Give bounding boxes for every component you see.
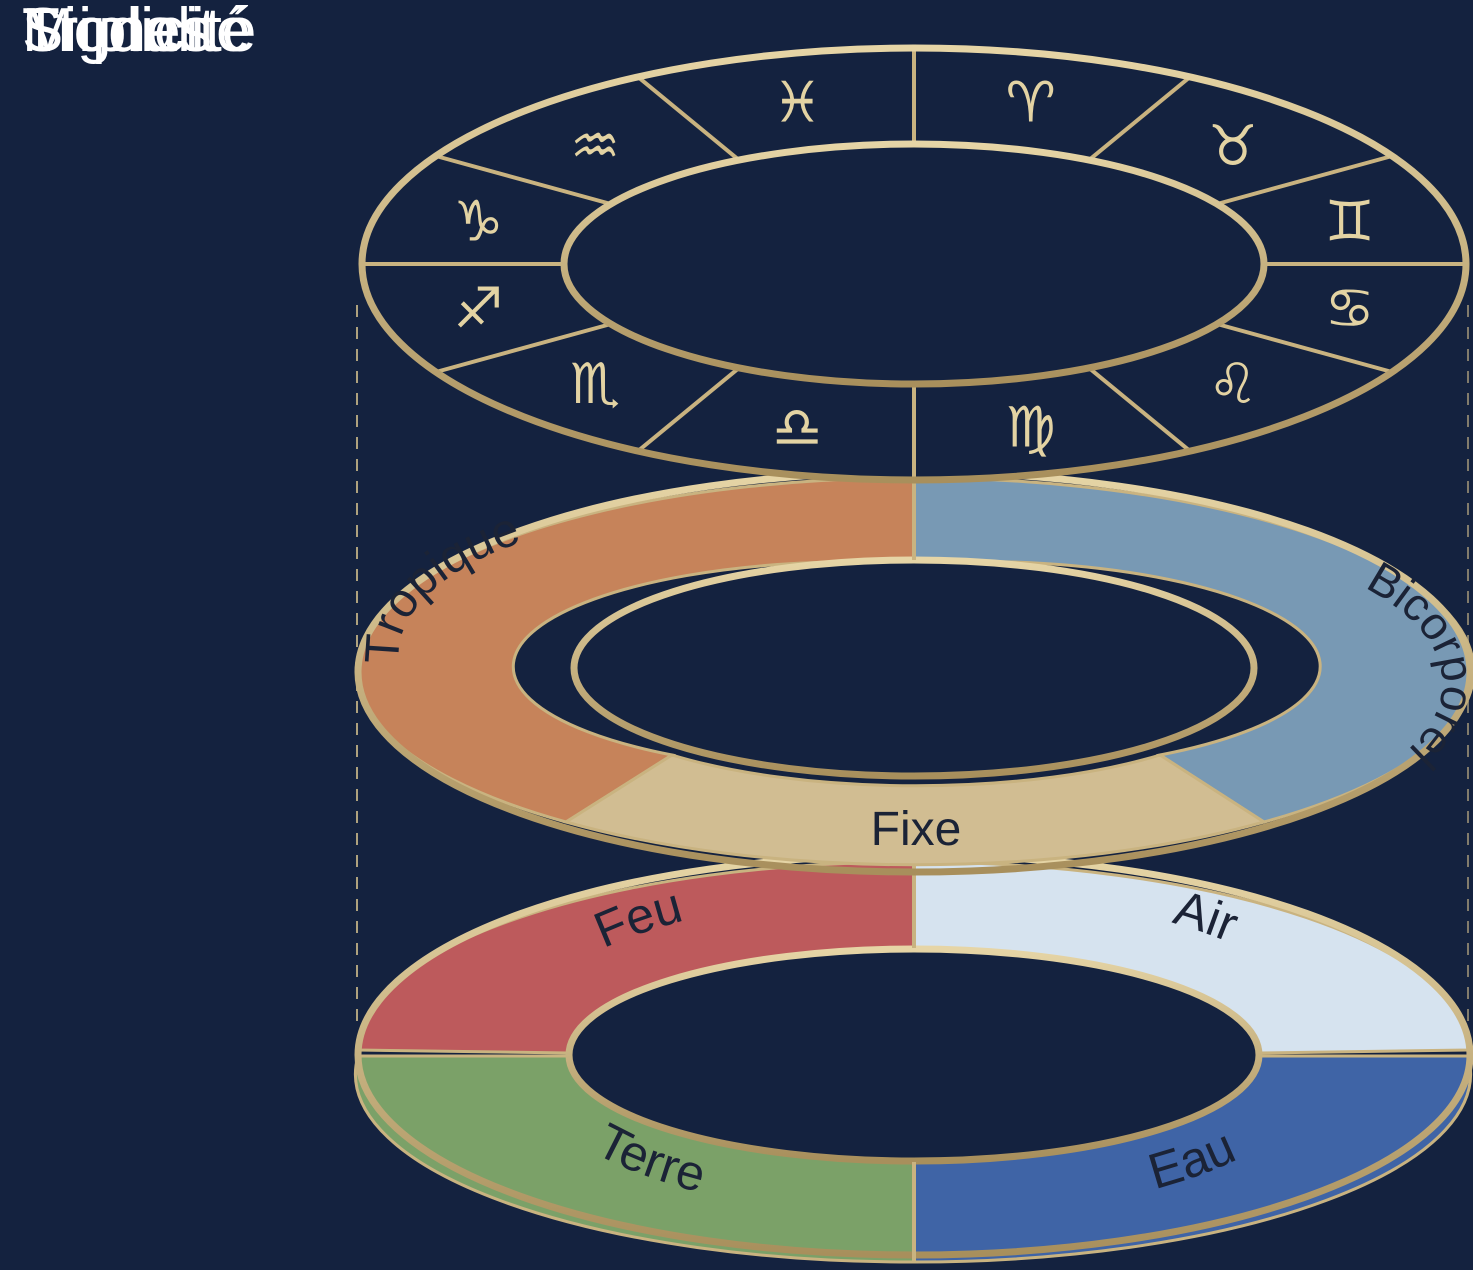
libra-icon: ♎︎ <box>772 395 822 460</box>
sign-divider <box>1216 154 1393 206</box>
modalite-inner-rim <box>570 556 1258 780</box>
triplicite-ring: Feu Air Terre Eau <box>353 851 1473 1264</box>
signes-label: Signes <box>22 0 212 65</box>
taurus-icon: ♉︎ <box>1208 114 1258 179</box>
leo-icon: ♌︎ <box>1208 352 1258 417</box>
sign-divider <box>1216 322 1393 374</box>
signes-outer-rim <box>358 44 1470 484</box>
sign-divider <box>435 322 612 374</box>
triplicite-inner-rim <box>565 945 1263 1165</box>
triplicite-label: Triplicité <box>22 0 251 65</box>
signes-ring: ♓︎ ♈︎ ♉︎ ♊︎ ♋︎ ♌︎ ♍︎ ♎︎ ♏︎ ♐︎ ♑︎ ♒︎ <box>358 44 1470 484</box>
sagittarius-icon: ♐︎ <box>453 276 503 341</box>
fixe-label: Fixe <box>871 803 962 856</box>
cancer-icon: ♋︎ <box>1325 276 1375 341</box>
sign-dividers <box>362 48 1466 480</box>
aquarius-icon: ♒︎ <box>570 114 620 179</box>
aries-icon: ♈︎ <box>1006 71 1056 136</box>
pisces-icon: ♓︎ <box>772 71 822 136</box>
scorpio-icon: ♏︎ <box>570 352 620 417</box>
sign-divider <box>636 75 741 162</box>
sign-divider <box>636 366 741 453</box>
virgo-icon: ♍︎ <box>1006 395 1056 460</box>
modalite-label: Modalité <box>22 0 257 65</box>
fixe-segment <box>562 753 1268 867</box>
capricorn-icon: ♑︎ <box>453 190 503 255</box>
sign-glyphs: ♓︎ ♈︎ ♉︎ ♊︎ ♋︎ ♌︎ ♍︎ ♎︎ ♏︎ ♐︎ ♑︎ ♒︎ <box>453 71 1374 461</box>
modalite-ring: Tropique Fixe Bicorporel <box>354 468 1473 876</box>
gemini-icon: ♊︎ <box>1325 190 1375 255</box>
sign-divider <box>435 154 612 206</box>
signes-inner-rim <box>560 140 1268 388</box>
sign-divider <box>1087 366 1192 453</box>
sign-divider <box>1087 75 1192 162</box>
